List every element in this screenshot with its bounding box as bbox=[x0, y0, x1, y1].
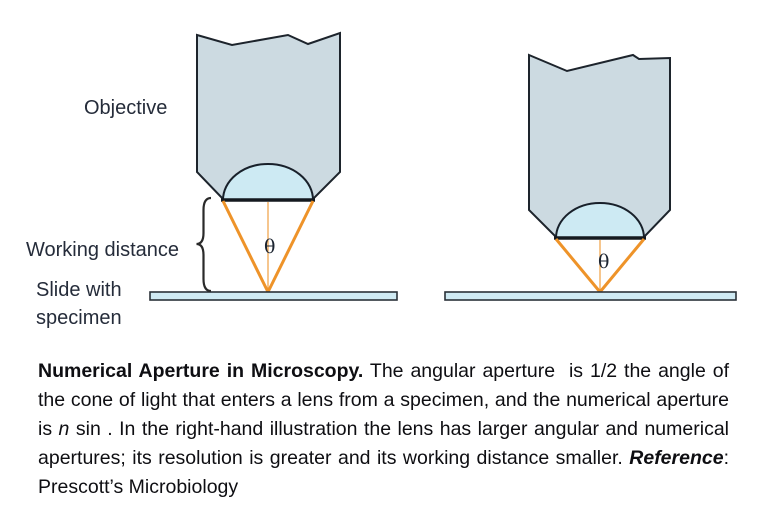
lens-left bbox=[221, 163, 315, 201]
caption-reference-label: Reference bbox=[629, 447, 724, 469]
working-distance-label: Working distance bbox=[26, 239, 180, 261]
microscopy-diagram-canvas bbox=[149, 31, 737, 301]
lens-right bbox=[554, 202, 646, 239]
objective-label: Objective bbox=[84, 97, 168, 119]
slide-left bbox=[149, 291, 398, 301]
caption-source: Prescott’s Microbiology bbox=[38, 476, 239, 498]
working-distance-brace bbox=[196, 196, 212, 293]
caption-bold-title: Numerical Aperture in Microscopy. bbox=[38, 360, 364, 382]
theta-symbol-right: θ bbox=[598, 251, 610, 273]
slide-right bbox=[444, 291, 737, 301]
slide-with-specimen-label: Slide with specimen bbox=[36, 279, 122, 329]
caption-body-part2: sin . In the right-hand illustration the… bbox=[38, 418, 729, 469]
objective-body-right bbox=[528, 53, 671, 238]
objective-body-left bbox=[196, 31, 341, 200]
light-cone-right bbox=[554, 238, 646, 293]
light-cone-left bbox=[221, 200, 315, 293]
figure-caption: Numerical Aperture in Microscopy. The an… bbox=[38, 357, 729, 502]
caption-body-part1: The angular aperture is 1/2 the angle of… bbox=[38, 360, 729, 440]
theta-symbol-left: θ bbox=[264, 236, 276, 258]
caption-italic-n: n bbox=[58, 418, 70, 440]
caption-reference-separator: : bbox=[723, 447, 729, 469]
